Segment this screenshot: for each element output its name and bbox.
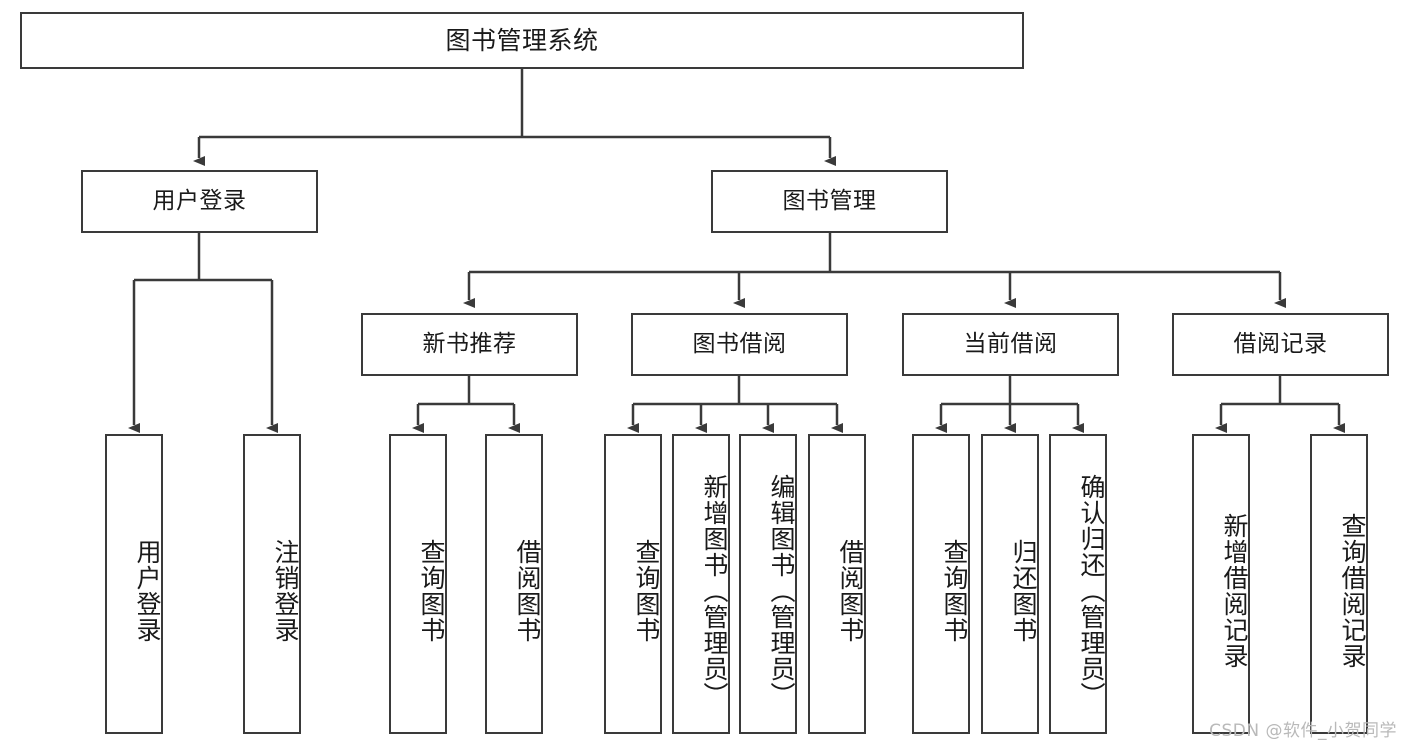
node-new-book-recommend[interactable]: 新书推荐 <box>361 313 578 376</box>
node-borrow-record[interactable]: 借阅记录 <box>1172 313 1389 376</box>
node-leaf-query-borrow-record[interactable]: 查询借阅记录 <box>1310 434 1368 734</box>
node-book-borrow[interactable]: 图书借阅 <box>631 313 848 376</box>
node-leaf-query-book-current[interactable]: 查询图书 <box>912 434 970 734</box>
node-user-login[interactable]: 用户登录 <box>81 170 318 233</box>
node-leaf-add-borrow-record[interactable]: 新增借阅记录 <box>1192 434 1250 734</box>
node-book-manage[interactable]: 图书管理 <box>711 170 948 233</box>
node-leaf-confirm-return[interactable]: 确认归还（管理员） <box>1049 434 1107 734</box>
node-leaf-return-book[interactable]: 归还图书 <box>981 434 1039 734</box>
node-current-borrow[interactable]: 当前借阅 <box>902 313 1119 376</box>
csdn-watermark: CSDN @软件_小贺同学 <box>1209 721 1397 741</box>
node-leaf-query-book-borrow[interactable]: 查询图书 <box>604 434 662 734</box>
node-leaf-borrow-book[interactable]: 借阅图书 <box>808 434 866 734</box>
node-leaf-borrow-book-recommend[interactable]: 借阅图书 <box>485 434 543 734</box>
node-leaf-query-book-recommend[interactable]: 查询图书 <box>389 434 447 734</box>
node-leaf-add-book[interactable]: 新增图书（管理员） <box>672 434 730 734</box>
node-leaf-logout[interactable]: 注销登录 <box>243 434 301 734</box>
node-leaf-edit-book[interactable]: 编辑图书（管理员） <box>739 434 797 734</box>
node-leaf-user-login[interactable]: 用户登录 <box>105 434 163 734</box>
node-root-system[interactable]: 图书管理系统 <box>20 12 1024 69</box>
